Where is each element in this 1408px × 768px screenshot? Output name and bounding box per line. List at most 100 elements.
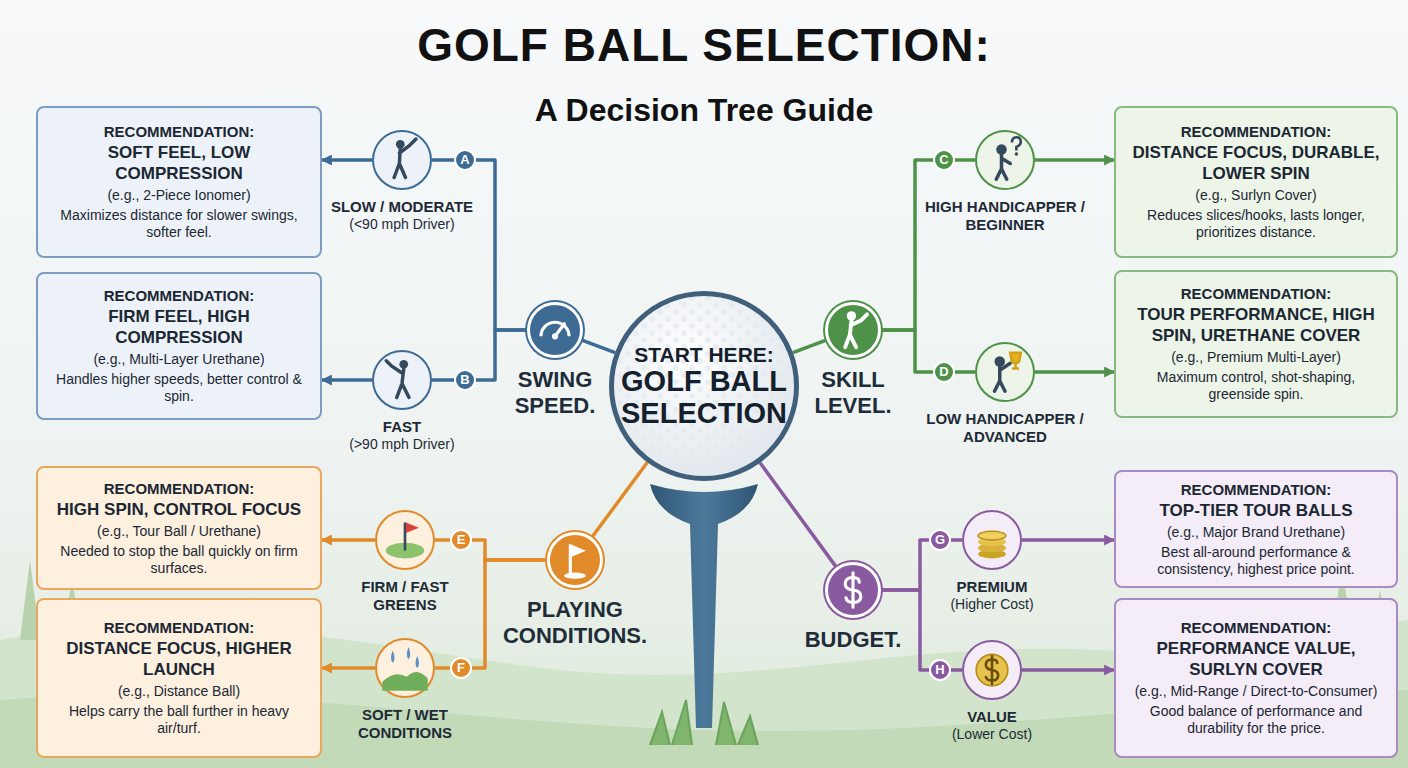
category-icon: PLAYING CONDITIONS. xyxy=(547,532,603,588)
recommendation-body: Maximum control, shot-shaping, greenside… xyxy=(1128,369,1384,403)
callout-letter: E xyxy=(450,529,472,551)
caption: SLOW / MODERATE(<90 mph Driver) xyxy=(327,198,477,233)
recommendation-body: Best all-around performance & consistenc… xyxy=(1128,544,1384,578)
start-title: GOLF BALL SELECTION xyxy=(621,366,787,430)
arrow-connector xyxy=(1022,668,1114,672)
branch-line xyxy=(881,330,975,372)
category-label: PLAYING CONDITIONS. xyxy=(495,597,655,650)
option-icon: SOFT / WET CONDITIONS xyxy=(375,638,435,698)
arrow-connector xyxy=(322,378,372,382)
option-detail: (Lower Cost) xyxy=(917,726,1067,743)
title: GOLF BALL SELECTION: xyxy=(0,18,1408,72)
recommendation-body: Reduces slices/hooks, lasts longer, prio… xyxy=(1128,207,1384,241)
recommendation-box: RECOMMENDATION:DISTANCE FOCUS, DURABLE, … xyxy=(1114,106,1398,258)
recommendation-heading: RECOMMENDATION: xyxy=(104,619,255,637)
arrow-connector xyxy=(322,538,375,542)
example-text: (e.g., Multi-Layer Urethane) xyxy=(93,351,264,368)
callout-letter: D xyxy=(933,361,955,383)
example-text: (e.g., Major Brand Urethane) xyxy=(1167,524,1345,541)
example-text: (e.g., Mid-Range / Direct-to-Consumer) xyxy=(1135,683,1378,700)
recommendation-box: RECOMMENDATION: FIRM FEEL, HIGH COMPRESSI… xyxy=(36,272,322,420)
ball-dimples xyxy=(611,293,797,479)
caption: LOW HANDICAPPER / ADVANCED xyxy=(924,410,1086,446)
caption: FAST(>90 mph Driver) xyxy=(327,418,477,453)
callout-letter: H xyxy=(929,659,951,681)
icon-symbol xyxy=(828,305,878,355)
recommendation-heading: RECOMMENDATION: xyxy=(104,123,255,141)
category-label: SKILL LEVEL. xyxy=(798,367,908,420)
category-icon: BUDGET. xyxy=(825,562,881,618)
callout-letter: B xyxy=(454,369,476,391)
icon-symbol xyxy=(828,565,878,615)
icon-symbol xyxy=(964,642,1020,698)
arrow-connector xyxy=(1035,158,1114,162)
recommendation-title: TOUR PERFORMANCE, HIGH SPIN, URETHANE CO… xyxy=(1128,305,1384,346)
arrow-connector xyxy=(322,158,372,162)
caption: VALUE(Lower Cost) xyxy=(917,708,1067,743)
recommendation-body: Good balance of performance and durabili… xyxy=(1128,703,1384,737)
example-text: (e.g., Distance Ball) xyxy=(118,683,240,700)
branch-line xyxy=(432,330,527,380)
recommendation-title: SOFT FEEL, LOW COMPRESSION xyxy=(50,143,308,184)
branch-line xyxy=(793,340,827,353)
category-label: BUDGET. xyxy=(793,627,913,653)
recommendation-title: FIRM FEEL, HIGH COMPRESSION xyxy=(50,307,308,348)
option-icon: SLOW / MODERATE(<90 mph Driver) xyxy=(372,130,432,190)
option-label: SOFT / WET CONDITIONS xyxy=(335,706,475,742)
option-icon: FAST(>90 mph Driver) xyxy=(372,350,432,410)
example-text: (e.g., Surlyn Cover) xyxy=(1195,187,1316,204)
icon-symbol xyxy=(374,132,430,188)
option-detail: (>90 mph Driver) xyxy=(327,436,477,453)
arrow-connector xyxy=(1022,538,1114,542)
golf-tee xyxy=(650,484,758,728)
branch-line xyxy=(581,340,615,353)
example-text: (e.g., 2-Piece Ionomer) xyxy=(107,187,250,204)
caption: SWING SPEED. xyxy=(500,367,610,420)
option-label: LOW HANDICAPPER / ADVANCED xyxy=(924,410,1086,446)
caption: BUDGET. xyxy=(793,627,913,653)
recommendation-title: TOP-TIER TOUR BALLS xyxy=(1160,501,1353,521)
option-icon: VALUE(Lower Cost) xyxy=(962,640,1022,700)
caption: PLAYING CONDITIONS. xyxy=(495,597,655,650)
caption: SKILL LEVEL. xyxy=(798,367,908,420)
icon-symbol xyxy=(964,512,1020,568)
caption: HIGH HANDICAPPER / BEGINNER xyxy=(924,198,1086,234)
icon-symbol xyxy=(977,132,1033,188)
recommendation-box: RECOMMENDATION:TOUR PERFORMANCE, HIGH SP… xyxy=(1114,270,1398,418)
recommendation-body: Helps carry the ball further in heavy ai… xyxy=(50,703,308,737)
recommendation-box: RECOMMENDATION: SOFT FEEL, LOW COMPRESSIO… xyxy=(36,106,322,258)
icon-symbol xyxy=(530,305,580,355)
recommendation-title: PERFORMANCE VALUE, SURLYN COVER xyxy=(1128,639,1384,680)
recommendation-heading: RECOMMENDATION: xyxy=(104,287,255,305)
recommendation-heading: RECOMMENDATION: xyxy=(104,480,255,498)
icon-symbol xyxy=(377,640,433,696)
category-icon: SKILL LEVEL. xyxy=(825,302,881,358)
callout-letter: C xyxy=(933,149,955,171)
recommendation-body: Needed to stop the ball quickly on firm … xyxy=(50,543,308,577)
arrow-connector xyxy=(1035,370,1114,374)
caption: SOFT / WET CONDITIONS xyxy=(335,706,475,742)
recommendation-box: RECOMMENDATION:PERFORMANCE VALUE, SURLYN… xyxy=(1114,598,1398,758)
recommendation-body: Handles higher speeds, better control & … xyxy=(50,371,308,405)
caption: FIRM / FAST GREENS xyxy=(335,578,475,614)
icon-symbol xyxy=(377,512,433,568)
callout-letter: G xyxy=(929,529,951,551)
callout-letter: A xyxy=(454,149,476,171)
golf-ball xyxy=(609,291,799,481)
grass-tuft xyxy=(650,700,758,745)
callout-letter: F xyxy=(450,657,472,679)
start-label: START HERE: xyxy=(634,343,774,366)
icon-symbol xyxy=(550,535,600,585)
branch-line xyxy=(592,462,648,537)
option-label: VALUE xyxy=(917,708,1067,726)
recommendation-title: DISTANCE FOCUS, HIGHER LAUNCH xyxy=(50,639,308,680)
recommendation-box: RECOMMENDATION:HIGH SPIN, CONTROL FOCUS(… xyxy=(36,466,322,590)
example-text: (e.g., Tour Ball / Urethane) xyxy=(97,523,261,540)
icon-symbol xyxy=(374,352,430,408)
option-icon: LOW HANDICAPPER / ADVANCED xyxy=(975,342,1035,402)
recommendation-heading: RECOMMENDATION: xyxy=(1181,481,1332,499)
start-ball: START HERE:GOLF BALL SELECTION xyxy=(609,291,799,481)
option-label: FIRM / FAST GREENS xyxy=(335,578,475,614)
